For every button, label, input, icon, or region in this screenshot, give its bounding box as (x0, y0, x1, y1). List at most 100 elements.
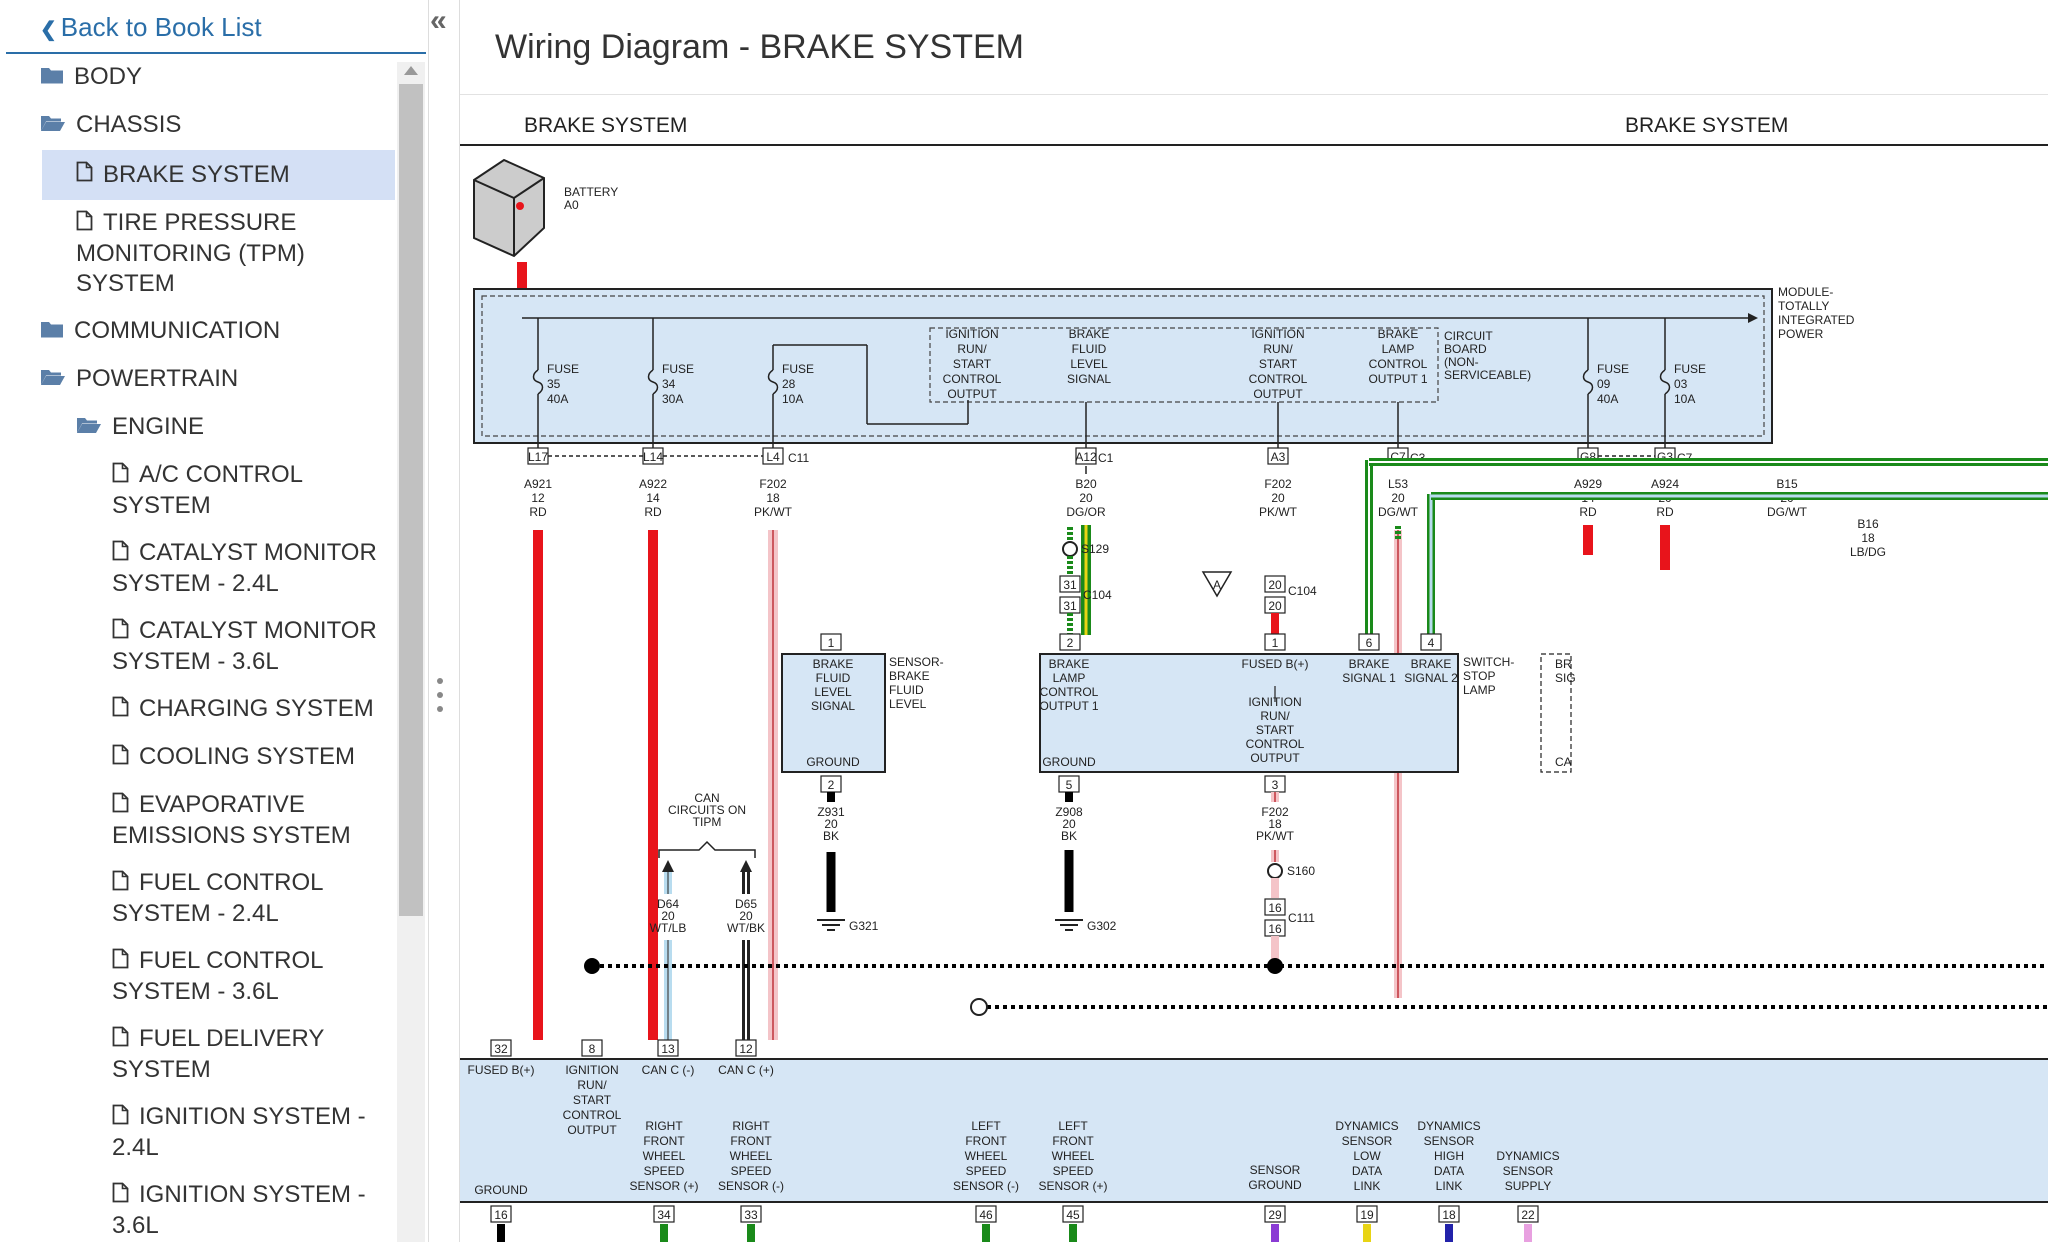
bus-arrow-icon (1748, 313, 1758, 323)
abs-label: LINK (1436, 1179, 1463, 1193)
tipm-pin (1267, 447, 1289, 465)
wire-label: A921 (524, 477, 552, 491)
collapse-sidebar-button[interactable]: « (430, 4, 447, 37)
abs-label: WHEEL (643, 1149, 686, 1163)
sensor-side-label: FLUID (889, 683, 924, 697)
tree-item-engine[interactable]: ENGINE (76, 412, 395, 443)
abs-label: WHEEL (965, 1149, 1008, 1163)
battery-label: A0 (564, 198, 579, 212)
abs-pin: 33 (744, 1208, 758, 1222)
abs-label: SUPPLY (1505, 1179, 1551, 1193)
abs-label: IGNITION (565, 1063, 618, 1077)
connector-label: C111 (1288, 911, 1315, 925)
tree-item-chassis[interactable]: CHASSIS (40, 110, 395, 141)
tree-item-communication[interactable]: COMMUNICATION (40, 316, 395, 347)
wire-label: F202 (759, 477, 787, 491)
tree-item-label: BRAKE SYSTEM (103, 160, 290, 190)
main-content: Wiring Diagram - BRAKE SYSTEM BRAKE SYST… (459, 0, 2048, 1242)
tree-item-line: FUEL CONTROL (139, 869, 324, 896)
switch-label: RUN/ (1260, 709, 1290, 723)
connector-pin (1264, 898, 1286, 916)
battery-icon (473, 177, 545, 256)
wire-label: 20 (1062, 817, 1076, 831)
tree-item-line: 2.4L (112, 1133, 159, 1161)
sidebar: ❮Back to Book List BODY CHASSIS BRAKE SYST… (0, 0, 429, 1242)
chevron-left-icon: ❮ (40, 19, 57, 41)
switch-label: OUTPUT 1 (1039, 699, 1098, 713)
tree-item-line: SYSTEM - 2.4L (112, 569, 279, 597)
abs-pin: 19 (1360, 1208, 1374, 1222)
abs-label: SENSOR (-) (718, 1179, 784, 1193)
connector-pin: 20 (1268, 599, 1282, 613)
sensor-pin (820, 633, 842, 651)
wire-label: L53 (1388, 477, 1408, 491)
tipm-module (473, 288, 1773, 444)
partial-label: BR (1555, 657, 1572, 671)
tree-item-powertrain[interactable]: POWERTRAIN (40, 364, 395, 395)
abs-label: FRONT (730, 1134, 772, 1148)
connector-pin: 20 (1268, 578, 1282, 592)
battery-label: BATTERY (564, 185, 618, 199)
wire-label: 12 (531, 491, 545, 505)
abs-pin (581, 1039, 603, 1057)
tree-item-brake-system[interactable]: BRAKE SYSTEM (42, 150, 395, 200)
abs-label: SENSOR (1424, 1134, 1475, 1148)
tree-item-ignition-system-3-6l[interactable]: IGNITION SYSTEM -3.6L (112, 1180, 395, 1241)
tipm-pin: L17 (528, 450, 548, 464)
wire-label: D64 (657, 897, 679, 911)
abs-pin: 29 (1268, 1208, 1282, 1222)
tree-item-ignition-system-2-4l[interactable]: IGNITION SYSTEM -2.4L (112, 1102, 395, 1163)
switch-label: START (1256, 723, 1295, 737)
fuse-label: FUSE (662, 362, 694, 376)
switch-label: GROUND (1042, 755, 1096, 769)
tree-item-cooling-system[interactable]: COOLING SYSTEM (112, 742, 395, 773)
ground-label: G302 (1087, 919, 1117, 933)
switch-label: OUTPUT (1250, 751, 1300, 765)
abs-label: LEFT (1058, 1119, 1088, 1133)
wire-label: LB/DG (1850, 545, 1886, 559)
tipm-label: INTEGRATED (1778, 313, 1855, 327)
abs-pin: 16 (494, 1208, 508, 1222)
scrollbar-thumb[interactable] (399, 84, 423, 916)
internal-label: RUN/ (1263, 342, 1293, 356)
sidebar-resize-handle[interactable] (436, 676, 444, 716)
internal-label: CONTROL (1369, 357, 1428, 371)
tree-item-body[interactable]: BODY (40, 62, 395, 93)
back-to-book-list-link[interactable]: ❮Back to Book List (40, 12, 262, 43)
tree-item-line: SYSTEM (112, 491, 211, 519)
fuse-symbol (532, 369, 544, 395)
internal-label: BRAKE (1069, 327, 1110, 341)
splice-label: S129 (1081, 542, 1109, 556)
sensor-side-label: BRAKE (889, 669, 930, 683)
document-icon (112, 1103, 129, 1133)
tree-item-line: 3.6L (112, 1211, 159, 1239)
abs-label: DATA (1434, 1164, 1464, 1178)
sidebar-scrollbar[interactable] (397, 62, 425, 1242)
tipm-pin: L4 (766, 450, 780, 464)
abs-label: FRONT (643, 1134, 685, 1148)
scroll-up-arrow-icon[interactable] (404, 66, 418, 75)
switch-pin (1264, 633, 1286, 651)
folder-open-icon (76, 413, 102, 443)
fuse-label: FUSE (547, 362, 579, 376)
tree-item-charging-system[interactable]: CHARGING SYSTEM (112, 694, 395, 725)
abs-pin (1517, 1205, 1539, 1223)
tipm-label: TOTALLY (1778, 299, 1829, 313)
folder-open-icon (40, 365, 66, 395)
can-bracket (658, 840, 756, 858)
circuit-board-label: SERVICEABLE) (1444, 368, 1531, 382)
fuse-label: FUSE (1597, 362, 1629, 376)
tipm-pin (1075, 447, 1097, 465)
